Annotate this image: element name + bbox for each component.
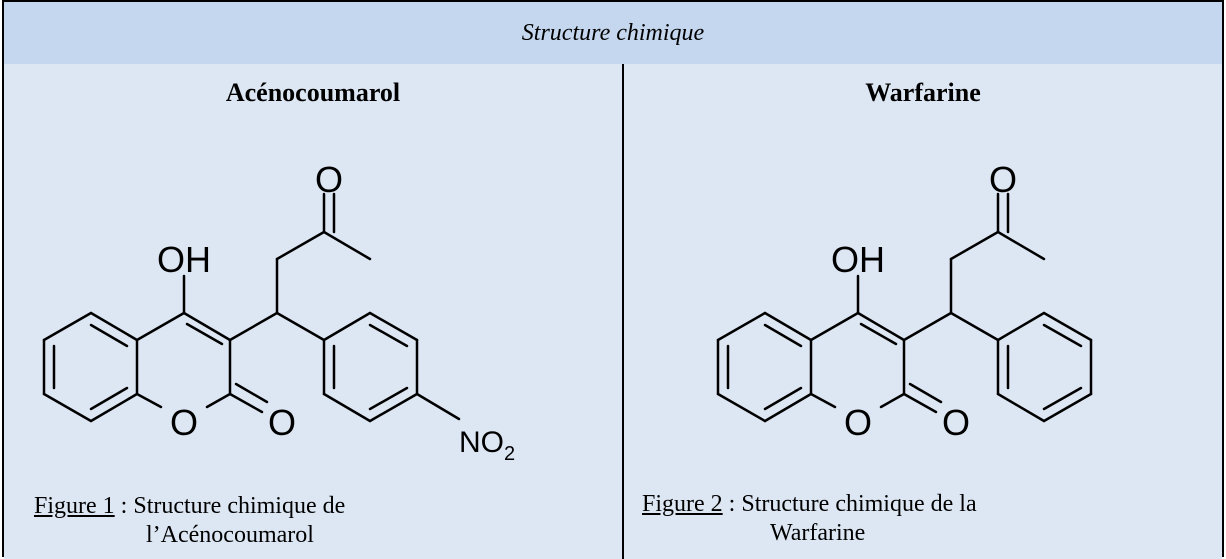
acenocoumarol-structure: OH O O O NO 2: [42, 159, 515, 465]
atom-label-ring-o: O: [170, 402, 198, 443]
atom-label-nitro-subscript: 2: [504, 443, 515, 465]
atom-label-nitro: NO: [459, 426, 504, 459]
figure-1-caption-line2: l’Acénocoumarol: [146, 522, 314, 548]
atom-label-oh: OH: [831, 239, 885, 280]
figure-1-label: Figure 1: [34, 493, 115, 519]
atom-label-carbonyl-o: O: [315, 159, 343, 200]
figure-1-caption: Figure 1 : Structure chimique de l’Acéno…: [34, 492, 345, 550]
figure-2-label: Figure 2: [642, 491, 723, 517]
column-header-row: Acénocoumarol Warfarine: [4, 64, 1222, 124]
column-header-acenocoumarol: Acénocoumarol: [225, 78, 401, 107]
atom-label-oh: OH: [157, 239, 211, 280]
structure-row: OH O O O NO 2: [4, 122, 1222, 559]
column-divider: [622, 64, 624, 559]
figure-2-caption-line2: Warfarine: [770, 520, 866, 546]
warfarine-structure: OH O O O: [716, 159, 1093, 443]
table-title: Structure chimique: [4, 2, 1222, 66]
atom-label-lactone-o: O: [268, 402, 296, 443]
figure-2-caption: Figure 2 : Structure chimique de la Warf…: [642, 490, 977, 548]
atom-label-ring-o: O: [844, 402, 872, 443]
column-header-warfarine: Warfarine: [865, 78, 981, 107]
atom-label-lactone-o: O: [942, 402, 970, 443]
figure-1-caption-line1: : Structure chimique de: [114, 493, 346, 519]
figure-2-caption-line1: : Structure chimique de la: [722, 491, 977, 517]
atom-label-carbonyl-o: O: [989, 159, 1017, 200]
